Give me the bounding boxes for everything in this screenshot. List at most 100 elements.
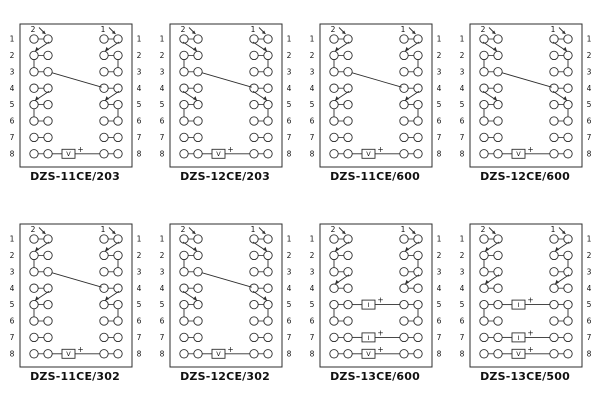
svg-text:2: 2 <box>137 251 142 260</box>
svg-text:4: 4 <box>137 84 142 93</box>
svg-text:1: 1 <box>287 235 292 244</box>
svg-text:1: 1 <box>160 35 165 44</box>
svg-text:5: 5 <box>460 300 465 309</box>
svg-text:7: 7 <box>587 133 592 142</box>
svg-text:3: 3 <box>587 67 592 76</box>
svg-text:3: 3 <box>287 267 292 276</box>
svg-text:1: 1 <box>460 35 465 44</box>
svg-text:1: 1 <box>137 35 142 44</box>
panel-label: DZS-13CE/500 <box>480 370 570 383</box>
svg-text:6: 6 <box>160 317 165 326</box>
svg-text:7: 7 <box>287 133 292 142</box>
svg-text:6: 6 <box>10 317 15 326</box>
svg-text:2: 2 <box>10 51 15 60</box>
svg-text:2: 2 <box>587 251 592 260</box>
svg-text:5: 5 <box>310 300 315 309</box>
svg-text:4: 4 <box>160 84 165 93</box>
svg-text:1: 1 <box>101 225 106 234</box>
svg-text:1: 1 <box>251 25 256 34</box>
svg-text:+: + <box>527 345 533 354</box>
svg-text:4: 4 <box>310 284 315 293</box>
svg-text:1: 1 <box>460 235 465 244</box>
svg-text:V: V <box>216 150 221 158</box>
svg-text:1: 1 <box>551 25 556 34</box>
svg-text:3: 3 <box>587 267 592 276</box>
svg-text:7: 7 <box>160 133 165 142</box>
svg-text:2: 2 <box>310 51 315 60</box>
svg-text:V: V <box>66 150 71 158</box>
svg-text:1: 1 <box>310 235 315 244</box>
panel-label: DZS-11CE/302 <box>30 370 120 383</box>
svg-text:7: 7 <box>160 333 165 342</box>
svg-text:2: 2 <box>437 51 442 60</box>
svg-text:V: V <box>366 150 371 158</box>
svg-text:1: 1 <box>137 235 142 244</box>
svg-text:4: 4 <box>460 284 465 293</box>
svg-text:8: 8 <box>587 149 592 158</box>
svg-text:7: 7 <box>437 333 442 342</box>
svg-text:3: 3 <box>160 67 165 76</box>
svg-text:8: 8 <box>287 349 292 358</box>
svg-text:3: 3 <box>460 267 465 276</box>
svg-text:7: 7 <box>310 133 315 142</box>
svg-text:6: 6 <box>587 117 592 126</box>
svg-text:5: 5 <box>10 300 15 309</box>
svg-text:4: 4 <box>437 284 442 293</box>
svg-text:1: 1 <box>310 35 315 44</box>
svg-text:7: 7 <box>460 333 465 342</box>
svg-text:5: 5 <box>160 300 165 309</box>
svg-text:6: 6 <box>437 117 442 126</box>
svg-text:5: 5 <box>10 100 15 109</box>
svg-text:8: 8 <box>137 349 142 358</box>
svg-text:V: V <box>366 350 371 358</box>
svg-text:I: I <box>518 334 520 342</box>
svg-text:+: + <box>527 145 533 154</box>
svg-text:8: 8 <box>587 349 592 358</box>
svg-text:1: 1 <box>160 235 165 244</box>
svg-text:1: 1 <box>401 25 406 34</box>
svg-text:8: 8 <box>137 149 142 158</box>
svg-text:3: 3 <box>10 267 15 276</box>
svg-text:+: + <box>527 328 533 337</box>
svg-text:2: 2 <box>460 51 465 60</box>
svg-text:2: 2 <box>160 51 165 60</box>
svg-text:V: V <box>516 150 521 158</box>
svg-text:8: 8 <box>460 149 465 158</box>
svg-text:2: 2 <box>10 251 15 260</box>
svg-text:6: 6 <box>287 317 292 326</box>
svg-text:7: 7 <box>437 133 442 142</box>
svg-text:3: 3 <box>437 267 442 276</box>
svg-text:5: 5 <box>160 100 165 109</box>
svg-text:7: 7 <box>10 333 15 342</box>
svg-text:2: 2 <box>137 51 142 60</box>
svg-text:I: I <box>368 334 370 342</box>
svg-text:3: 3 <box>10 67 15 76</box>
panel-label: DZS-13CE/600 <box>330 370 420 383</box>
svg-text:2: 2 <box>481 25 486 34</box>
svg-text:+: + <box>377 328 383 337</box>
svg-text:2: 2 <box>160 251 165 260</box>
panel-label: DZS-12CE/203 <box>180 170 270 183</box>
svg-text:5: 5 <box>287 300 292 309</box>
svg-text:1: 1 <box>401 225 406 234</box>
svg-text:7: 7 <box>460 133 465 142</box>
svg-text:7: 7 <box>287 333 292 342</box>
svg-text:V: V <box>516 350 521 358</box>
svg-text:1: 1 <box>551 225 556 234</box>
svg-text:5: 5 <box>437 100 442 109</box>
svg-text:7: 7 <box>137 333 142 342</box>
svg-text:7: 7 <box>587 333 592 342</box>
svg-text:+: + <box>77 345 83 354</box>
svg-text:5: 5 <box>437 300 442 309</box>
svg-text:8: 8 <box>160 149 165 158</box>
